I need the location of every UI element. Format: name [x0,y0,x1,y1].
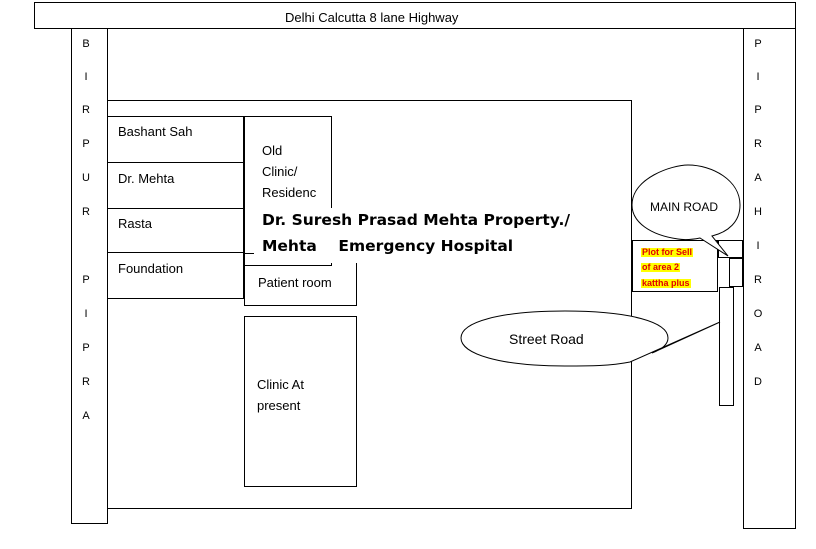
clinic-present-box [244,316,357,487]
left-road-letter: I [84,308,88,320]
street-road-strip [719,287,734,406]
right-road-letter: A [754,172,762,184]
old-clinic-box [244,116,332,266]
old-clinic-line1: Old [262,143,283,158]
right-road-letter: R [754,274,762,286]
old-clinic-line2: Clinic/ [262,164,298,179]
right-road-letter: R [754,138,762,150]
title-line1: Dr. Suresh Prasad Mehta Property./ [262,211,571,229]
right-road-letter: I [756,240,760,252]
plot-line1: Plot for Sell [641,247,694,257]
left-road-letter: A [82,410,90,422]
highway-label: Delhi Calcutta 8 lane Highway [285,10,459,25]
patient-room-label: Patient room [258,275,332,290]
right-road-letter: P [754,38,762,50]
left-road-letter: P [82,138,90,150]
highway-road [34,2,796,29]
clinic-present-line2: present [257,398,301,413]
main-road-callout-label: MAIN ROAD [650,200,719,214]
right-road-letter: A [754,342,762,354]
row-foundation [107,252,244,299]
right-road [743,28,796,529]
left-road-letter: R [82,376,90,388]
left-road-letter: B [82,38,90,50]
title-line2: Mehta Emergency Hospital [262,237,514,255]
row-foundation-label: Foundation [118,261,184,276]
right-road-letter: H [754,206,762,218]
street-road-callout-shape [460,310,721,367]
old-clinic-line3: Residenc [262,185,317,200]
row-bashant-sah-label: Bashant Sah [118,124,193,139]
plot-line2: of area 2 [641,262,681,272]
left-road-letter: I [84,71,88,83]
main-road-callout-shape [631,164,741,257]
street-road-callout-label: Street Road [509,331,584,347]
left-road-letter: P [82,274,90,286]
left-road [71,28,108,524]
left-road-letter: R [82,206,90,218]
row-rasta-label: Rasta [118,216,152,231]
left-road-letter: P [82,342,90,354]
row-dr-mehta-label: Dr. Mehta [118,171,175,186]
right-road-letter: D [754,376,762,388]
clinic-present-line1: Clinic At [257,377,304,392]
plot-line3: kattha plus [641,278,691,288]
main-road-stub [729,258,743,287]
property-plot [107,100,632,509]
left-road-letter: R [82,104,90,116]
right-road-letter: I [756,71,760,83]
right-road-letter: O [753,308,763,320]
left-road-letter: U [82,172,90,184]
right-road-letter: P [754,104,762,116]
